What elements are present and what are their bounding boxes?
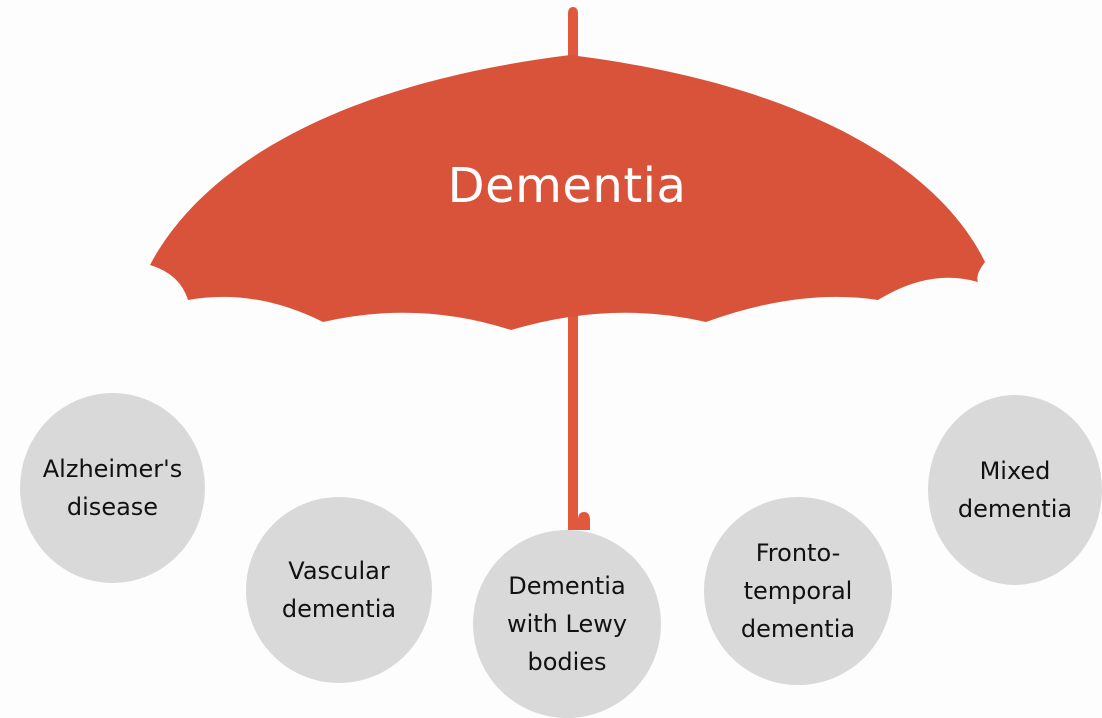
umbrella-title: Dementia [400, 146, 734, 226]
type-circle-lewy-bodies: Dementia with Lewy bodies [473, 530, 661, 718]
type-circle-alzheimers: Alzheimer's disease [20, 393, 205, 583]
type-circle-vascular: Vascular dementia [246, 497, 432, 683]
type-label: Vascular dementia [282, 552, 396, 628]
umbrella-shaft [568, 300, 578, 530]
umbrella-tip [568, 7, 578, 62]
type-label: Fronto- temporal dementia [741, 534, 855, 648]
type-circle-frontotemporal: Fronto- temporal dementia [704, 497, 892, 685]
type-label: Mixed dementia [958, 452, 1072, 528]
type-label: Dementia with Lewy bodies [507, 567, 627, 681]
type-label: Alzheimer's disease [43, 450, 182, 526]
type-circle-mixed: Mixed dementia [928, 395, 1102, 585]
